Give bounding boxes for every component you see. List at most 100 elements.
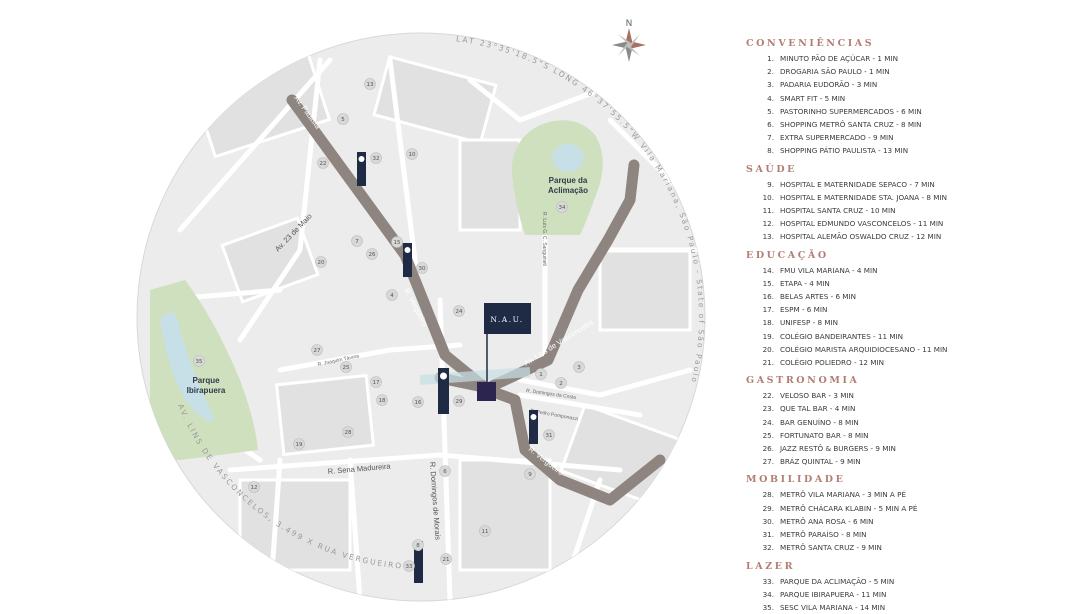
legend-item-label: SHOPPING PÁTIO PAULISTA - 13 MIN — [780, 146, 909, 156]
legend-item-label: BRÁZ QUINTAL - 9 MIN — [780, 457, 861, 467]
legend-section-title: GASTRONOMIA — [746, 375, 860, 387]
legend-item-number: 28. — [762, 490, 774, 500]
legend-item: 31.METRÔ PARAÍSO - 8 MIN — [740, 528, 1085, 541]
poi-marker: 33 — [403, 560, 415, 572]
legend-item-label: EXTRA SUPERMERCADO - 9 MIN — [780, 133, 894, 143]
poi-marker: 8 — [412, 539, 424, 551]
legend-item: 8.SHOPPING PÁTIO PAULISTA - 13 MIN — [740, 144, 1085, 157]
legend-item: 20.COLÉGIO MARISTA ARQUIDIOCESANO - 11 M… — [740, 343, 1085, 356]
legend-item: 30.METRÔ ANA ROSA - 6 MIN — [740, 515, 1085, 528]
legend-item: 6.SHOPPING METRÔ SANTA CRUZ - 8 MIN — [740, 118, 1085, 131]
nau-location-pin: N.A.U. — [477, 303, 531, 401]
legend-item-label: COLÉGIO POLIEDRO - 12 MIN — [780, 358, 884, 368]
legend-item-label: SMART FIT - 5 MIN — [780, 93, 846, 103]
poi-marker: 10 — [406, 148, 418, 160]
poi-marker: 13 — [364, 78, 376, 90]
legend-item-label: HOSPITAL E MATERNIDADE STA. JOANA - 8 MI… — [780, 192, 947, 202]
poi-marker: 21 — [440, 553, 452, 565]
poi-marker-number: 11 — [482, 529, 489, 535]
metro-marker-31 — [357, 152, 366, 186]
poi-marker-number: 28 — [345, 430, 352, 436]
poi-marker-number: 2 — [559, 381, 563, 387]
poi-marker: 27 — [311, 344, 323, 356]
poi-marker: 32 — [370, 152, 382, 164]
legend-item: 13.HOSPITAL ALEMÃO OSWALDO CRUZ - 12 MIN — [740, 230, 1085, 243]
poi-marker: 31 — [543, 429, 555, 441]
lake-ibirapuera — [160, 312, 215, 421]
legend-item-number: 3. — [767, 80, 774, 90]
legend-item-label: BAR GENUÍNO - 8 MIN — [780, 417, 859, 427]
poi-marker: 29 — [453, 395, 465, 407]
legend-item-number: 33. — [762, 576, 774, 586]
poi-marker: 3 — [573, 361, 585, 373]
legend-item-number: 6. — [767, 120, 774, 130]
metro-marker-29 — [403, 243, 412, 277]
poi-marker-number: 13 — [367, 82, 374, 88]
legend-item: 16.BELAS ARTES - 6 MIN — [740, 290, 1085, 303]
poi-marker: 9 — [524, 468, 536, 480]
poi-marker-number: 21 — [443, 557, 450, 563]
legend-item: 14.FMU VILA MARIANA - 4 MIN — [740, 264, 1085, 277]
poi-marker: 6 — [439, 465, 451, 477]
legend-item-number: 18. — [762, 318, 774, 328]
legend-item-label: PARQUE DA ACLIMAÇÃO - 5 MIN — [780, 576, 895, 586]
legend-item: 18.UNIFESP - 8 MIN — [740, 316, 1085, 329]
legend-item-label: ESPM - 6 MIN — [780, 305, 828, 315]
poi-marker-number: 3 — [577, 365, 581, 371]
legend-item: 15.ETAPA - 4 MIN — [740, 277, 1085, 290]
poi-marker-number: 24 — [456, 309, 463, 315]
legend-item-number: 30. — [762, 516, 774, 526]
street-r-luis-g-c-sanguineti: R. Luís G. C. Sanguineti — [541, 212, 547, 266]
poi-marker: 7 — [351, 235, 363, 247]
legend-section-title: MOBILIDADE — [746, 474, 846, 486]
compass-rose-icon: N — [612, 19, 646, 62]
poi-marker: 19 — [293, 438, 305, 450]
legend-item-number: 11. — [762, 206, 774, 216]
legend-item-number: 15. — [762, 278, 774, 288]
legend-item-label: FMU VILA MARIANA - 4 MIN — [780, 265, 878, 275]
legend-item-label: JAZZ RESTÔ & BURGERS - 9 MIN — [780, 444, 896, 454]
poi-marker: 16 — [412, 396, 424, 408]
poi-marker: 18 — [376, 394, 388, 406]
poi-marker-number: 15 — [394, 240, 401, 246]
legend-item: 7.EXTRA SUPERMERCADO - 9 MIN — [740, 131, 1085, 144]
poi-marker-number: 26 — [369, 252, 376, 258]
nau-site-marker — [477, 382, 496, 401]
nau-logo-box — [484, 303, 531, 334]
legend-item: 19.COLÉGIO BANDEIRANTES - 11 MIN — [740, 330, 1085, 343]
legend-item-number: 22. — [762, 391, 774, 401]
poi-marker-number: 9 — [528, 472, 532, 478]
legend-item-label: COLÉGIO BANDEIRANTES - 11 MIN — [780, 331, 904, 341]
legend-item: 23.QUE TAL BAR - 4 MIN — [740, 402, 1085, 415]
legend-item: 4. SMART FIT - 5 MIN — [740, 92, 1085, 105]
legend-section-title: SAÚDE — [746, 163, 797, 175]
legend-item-number: 10. — [762, 192, 774, 202]
legend-item-label: METRÔ PARAÍSO - 8 MIN — [780, 530, 867, 540]
poi-marker: 22 — [317, 157, 329, 169]
legend-item-label: PASTORINHO SUPERMERCADOS - 6 MIN — [780, 106, 922, 116]
poi-marker-number: 18 — [379, 398, 386, 404]
legend-item-number: 27. — [762, 457, 774, 467]
poi-marker: 26 — [366, 248, 378, 260]
legend-item-number: 25. — [762, 430, 774, 440]
legend-item-label: PADARIA EUDORÃO - 3 MIN — [780, 80, 878, 90]
legend-item: 5.PASTORINHO SUPERMERCADOS - 6 MIN — [740, 105, 1085, 118]
legend-item-number: 26. — [762, 444, 774, 454]
poi-marker-number: 16 — [415, 400, 422, 406]
legend-item-number: 1. — [767, 54, 774, 63]
poi-marker: 34 — [556, 201, 568, 213]
legend-item-label: FORTUNATO BAR - 8 MIN — [780, 430, 869, 440]
legend-item-label: HOSPITAL ALEMÃO OSWALDO CRUZ - 12 MIN — [780, 232, 942, 242]
poi-marker: 35 — [193, 355, 205, 367]
poi-marker-number: 12 — [251, 485, 258, 491]
poi-marker: 5 — [337, 113, 349, 125]
legend-item-number: 2. — [767, 67, 774, 77]
legend-item-number: 4. — [767, 93, 774, 103]
legend-section-title: CONVENIÊNCIAS — [746, 38, 875, 49]
legend-section-title: EDUCAÇÃO — [746, 249, 829, 261]
legend-item-number: 29. — [762, 503, 774, 513]
legend-item-number: 17. — [762, 305, 774, 315]
metro-marker-28 — [438, 368, 449, 414]
lake-aclimacao — [552, 144, 584, 172]
